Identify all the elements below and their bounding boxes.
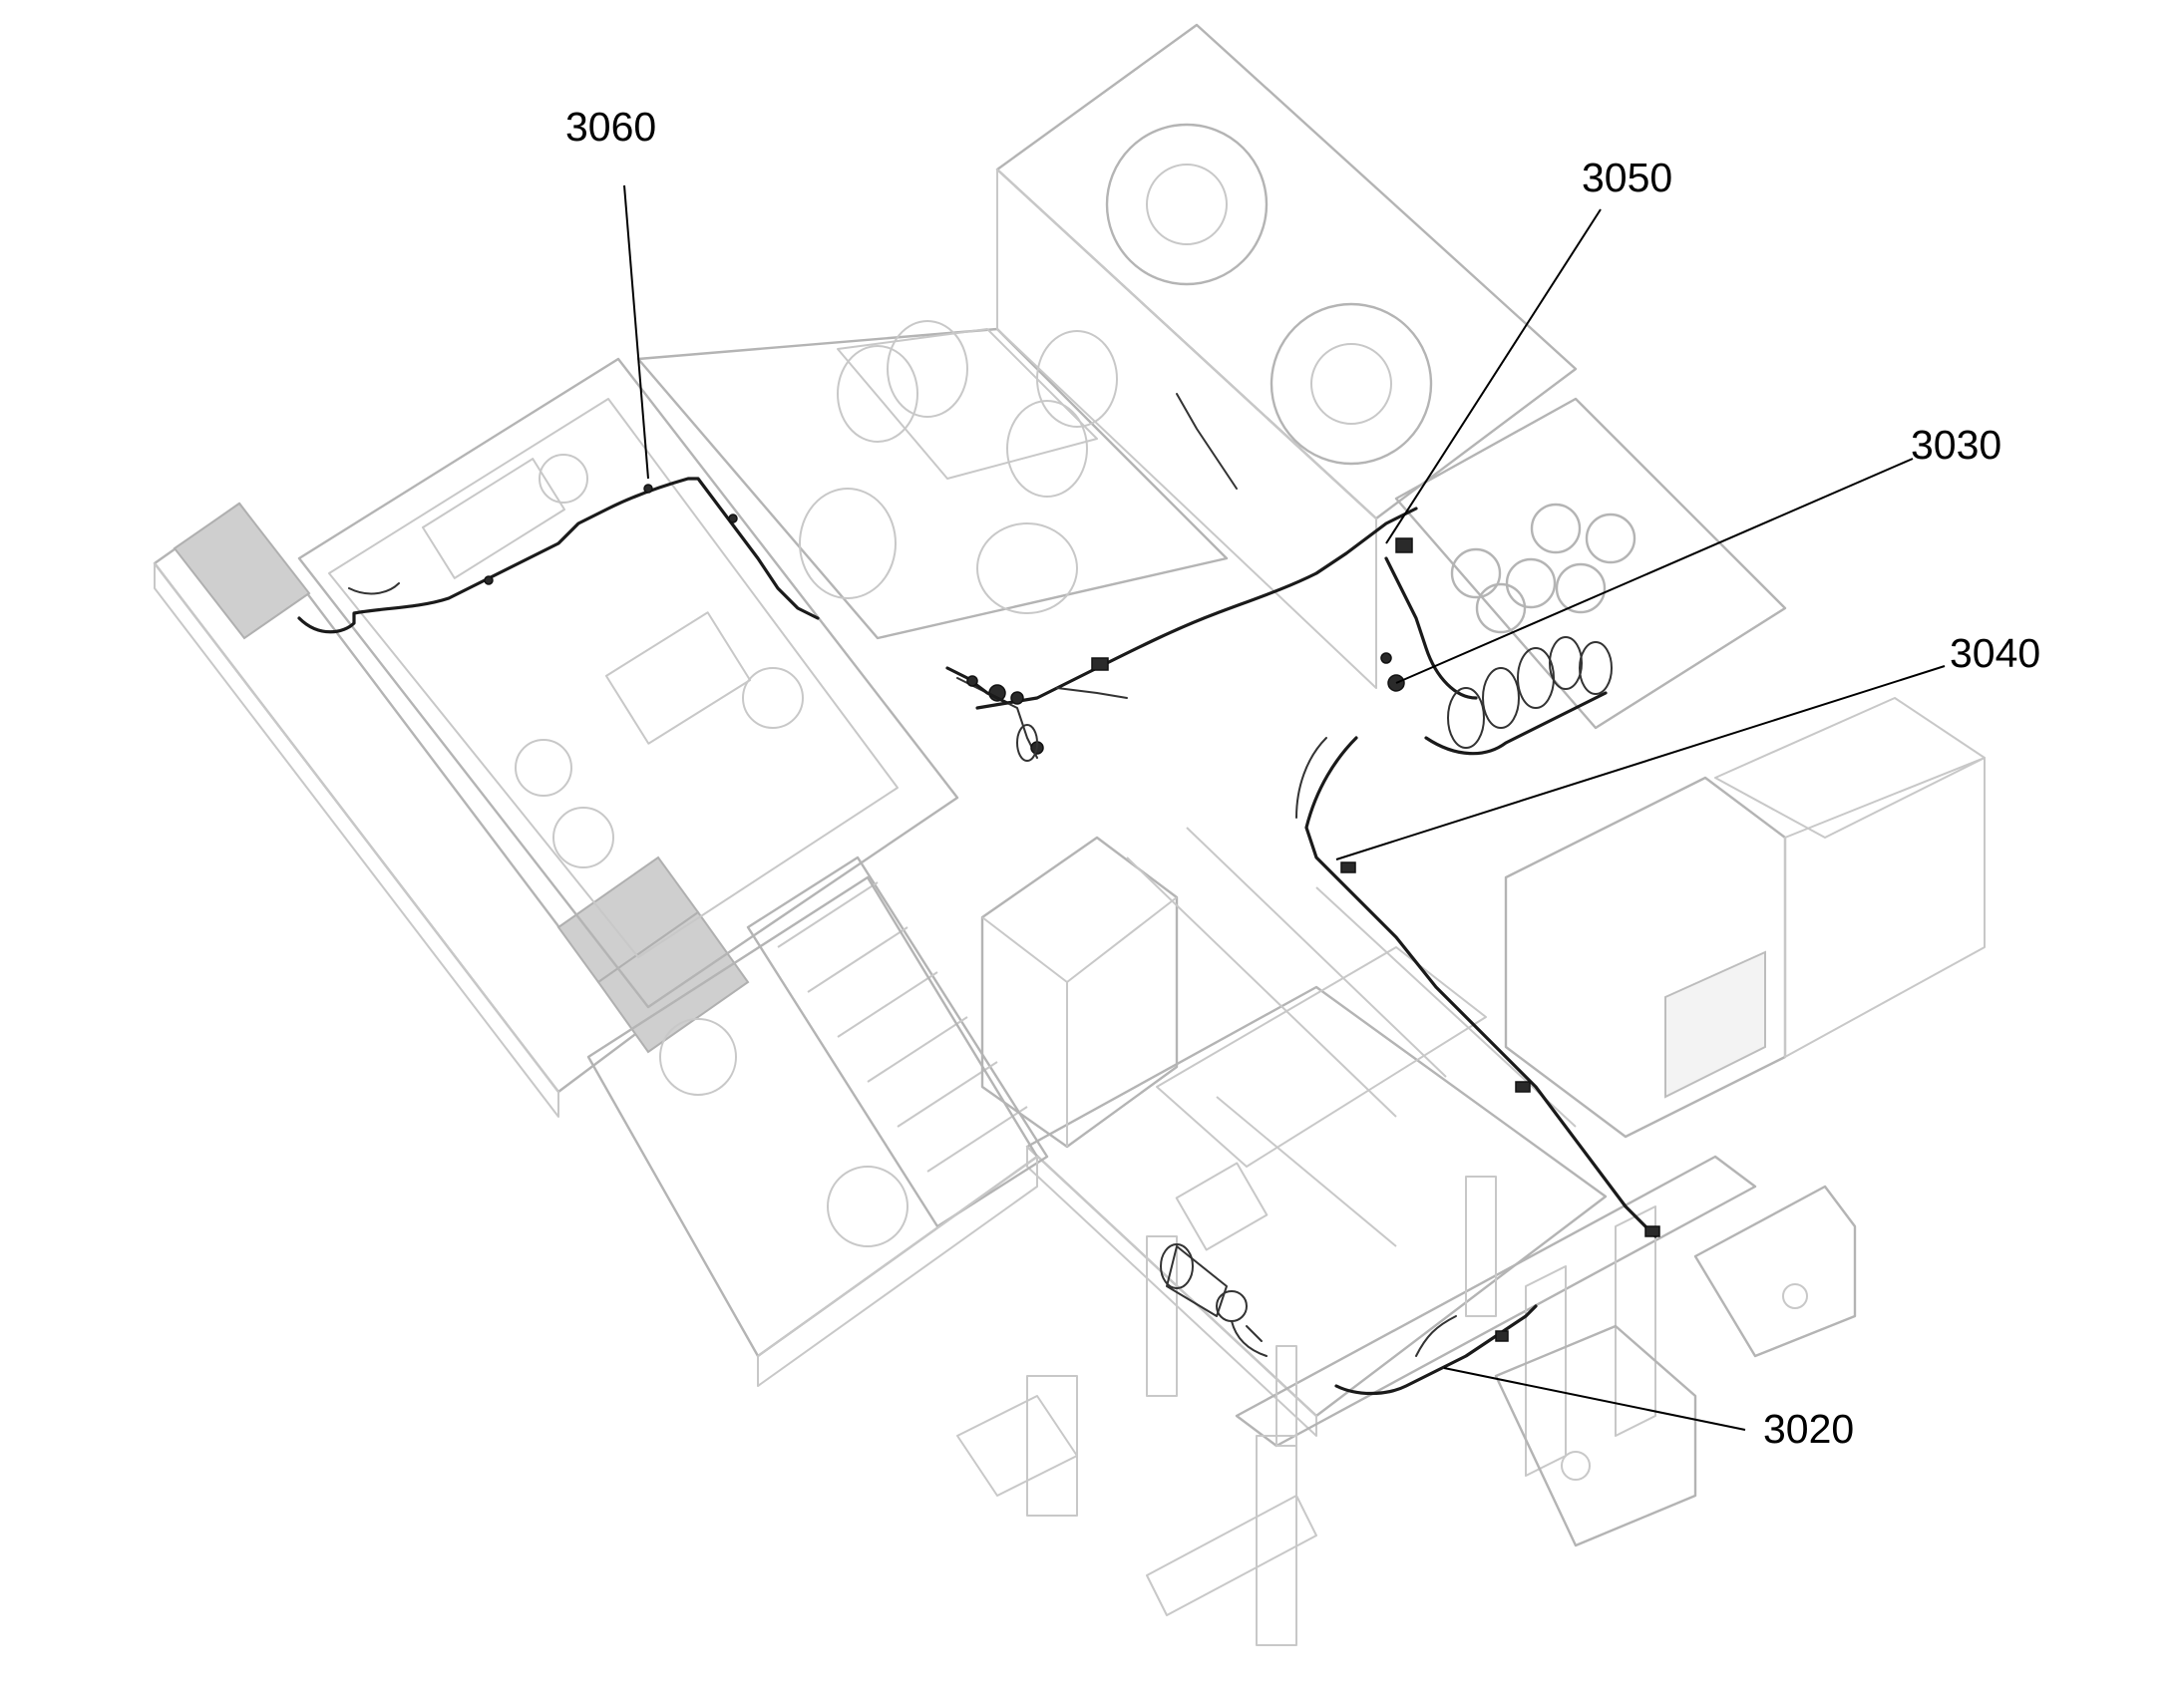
filter-cluster-3030 xyxy=(1380,556,1613,756)
harness-components xyxy=(297,393,1660,1396)
leader-lines xyxy=(623,184,1946,1431)
leader-3030 xyxy=(1395,458,1914,684)
harness-3020 xyxy=(1334,1304,1538,1396)
pump-assembly xyxy=(1160,1243,1268,1357)
leader-3040 xyxy=(1335,665,1946,860)
callout-3020: 3020 xyxy=(1763,1406,1854,1452)
leader-3050 xyxy=(1385,208,1602,544)
callout-3030: 3030 xyxy=(1911,422,2001,468)
callout-labels: 3060 3050 3030 3040 3020 xyxy=(565,104,2040,1452)
callout-3040: 3040 xyxy=(1950,630,2040,676)
chassis-frame-structure xyxy=(153,23,1986,1646)
leader-3020 xyxy=(1443,1367,1746,1431)
harness-3040 xyxy=(1304,736,1657,1238)
callout-3060: 3060 xyxy=(565,104,656,150)
harness-3050 xyxy=(975,507,1418,710)
leader-3060 xyxy=(623,184,649,480)
callout-3050: 3050 xyxy=(1582,155,1672,200)
